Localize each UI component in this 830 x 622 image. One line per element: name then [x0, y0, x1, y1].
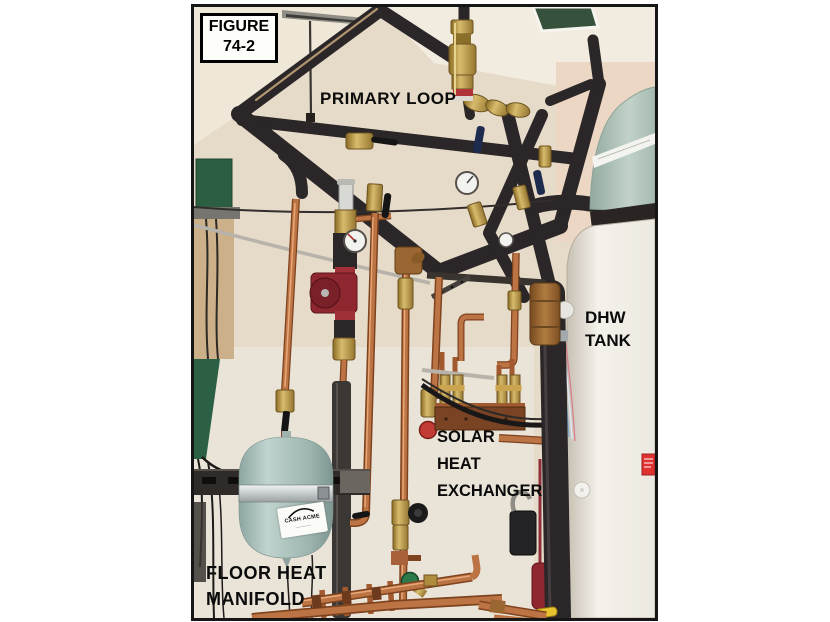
- floor-heat-manifold-label: FLOOR HEAT MANIFOLD: [206, 563, 327, 609]
- wood-board: [194, 219, 234, 359]
- warning-sticker: [641, 453, 655, 476]
- figure-number-box: FIGURE 74-2: [200, 13, 278, 63]
- solar-loop-vertical-pipe: [509, 280, 575, 618]
- solar-heat-exchanger-block: [420, 368, 547, 431]
- air-vent: [338, 182, 354, 212]
- insulated-floor-heat-pipe: [332, 381, 351, 618]
- solar-exchanger-feed-pipes: [439, 252, 522, 379]
- dhw-tank-body: [566, 218, 655, 618]
- left-wall-fixtures: [194, 158, 250, 618]
- primary-loop-label: PRIMARY LOOP: [320, 89, 457, 108]
- expansion-tank-brand-label: CASH ACME _________: [276, 501, 329, 539]
- green-panel: [194, 359, 220, 459]
- hydronic-scene-graphic: [194, 7, 655, 618]
- dhw-tank: [558, 86, 655, 618]
- skylight-window: [531, 7, 600, 33]
- figure-label-line2: 74-2: [222, 38, 256, 55]
- thermometer-dial: [498, 232, 514, 248]
- hydronic-system-photo: FIGURE 74-2 PRIMARY LOOP DHW TANK SOLAR …: [191, 4, 658, 621]
- green-electrical-box: [195, 158, 233, 214]
- bronze-tee-fitting: [529, 282, 561, 346]
- red-valve-handle: [418, 420, 438, 440]
- control-box: [509, 510, 537, 556]
- upper-fittings-and-gauges: [345, 93, 552, 248]
- solar-heat-exchanger-label: SOLAR HEAT EXCHANGER: [437, 428, 543, 500]
- floor-heat-manifold-pipes: [251, 554, 547, 618]
- figure-label-line1: FIGURE: [208, 18, 270, 35]
- copper-drop-pipe-right: [418, 276, 443, 440]
- copper-drop-pipe-left: [350, 183, 392, 527]
- cash-acme-logo-swoosh-icon: [287, 508, 315, 519]
- brass-inline-pump: [448, 19, 477, 101]
- tank-clamp-band: [238, 484, 334, 503]
- dhw-tank-label: DHW TANK: [585, 308, 631, 350]
- circulator-pump-column: [309, 179, 392, 618]
